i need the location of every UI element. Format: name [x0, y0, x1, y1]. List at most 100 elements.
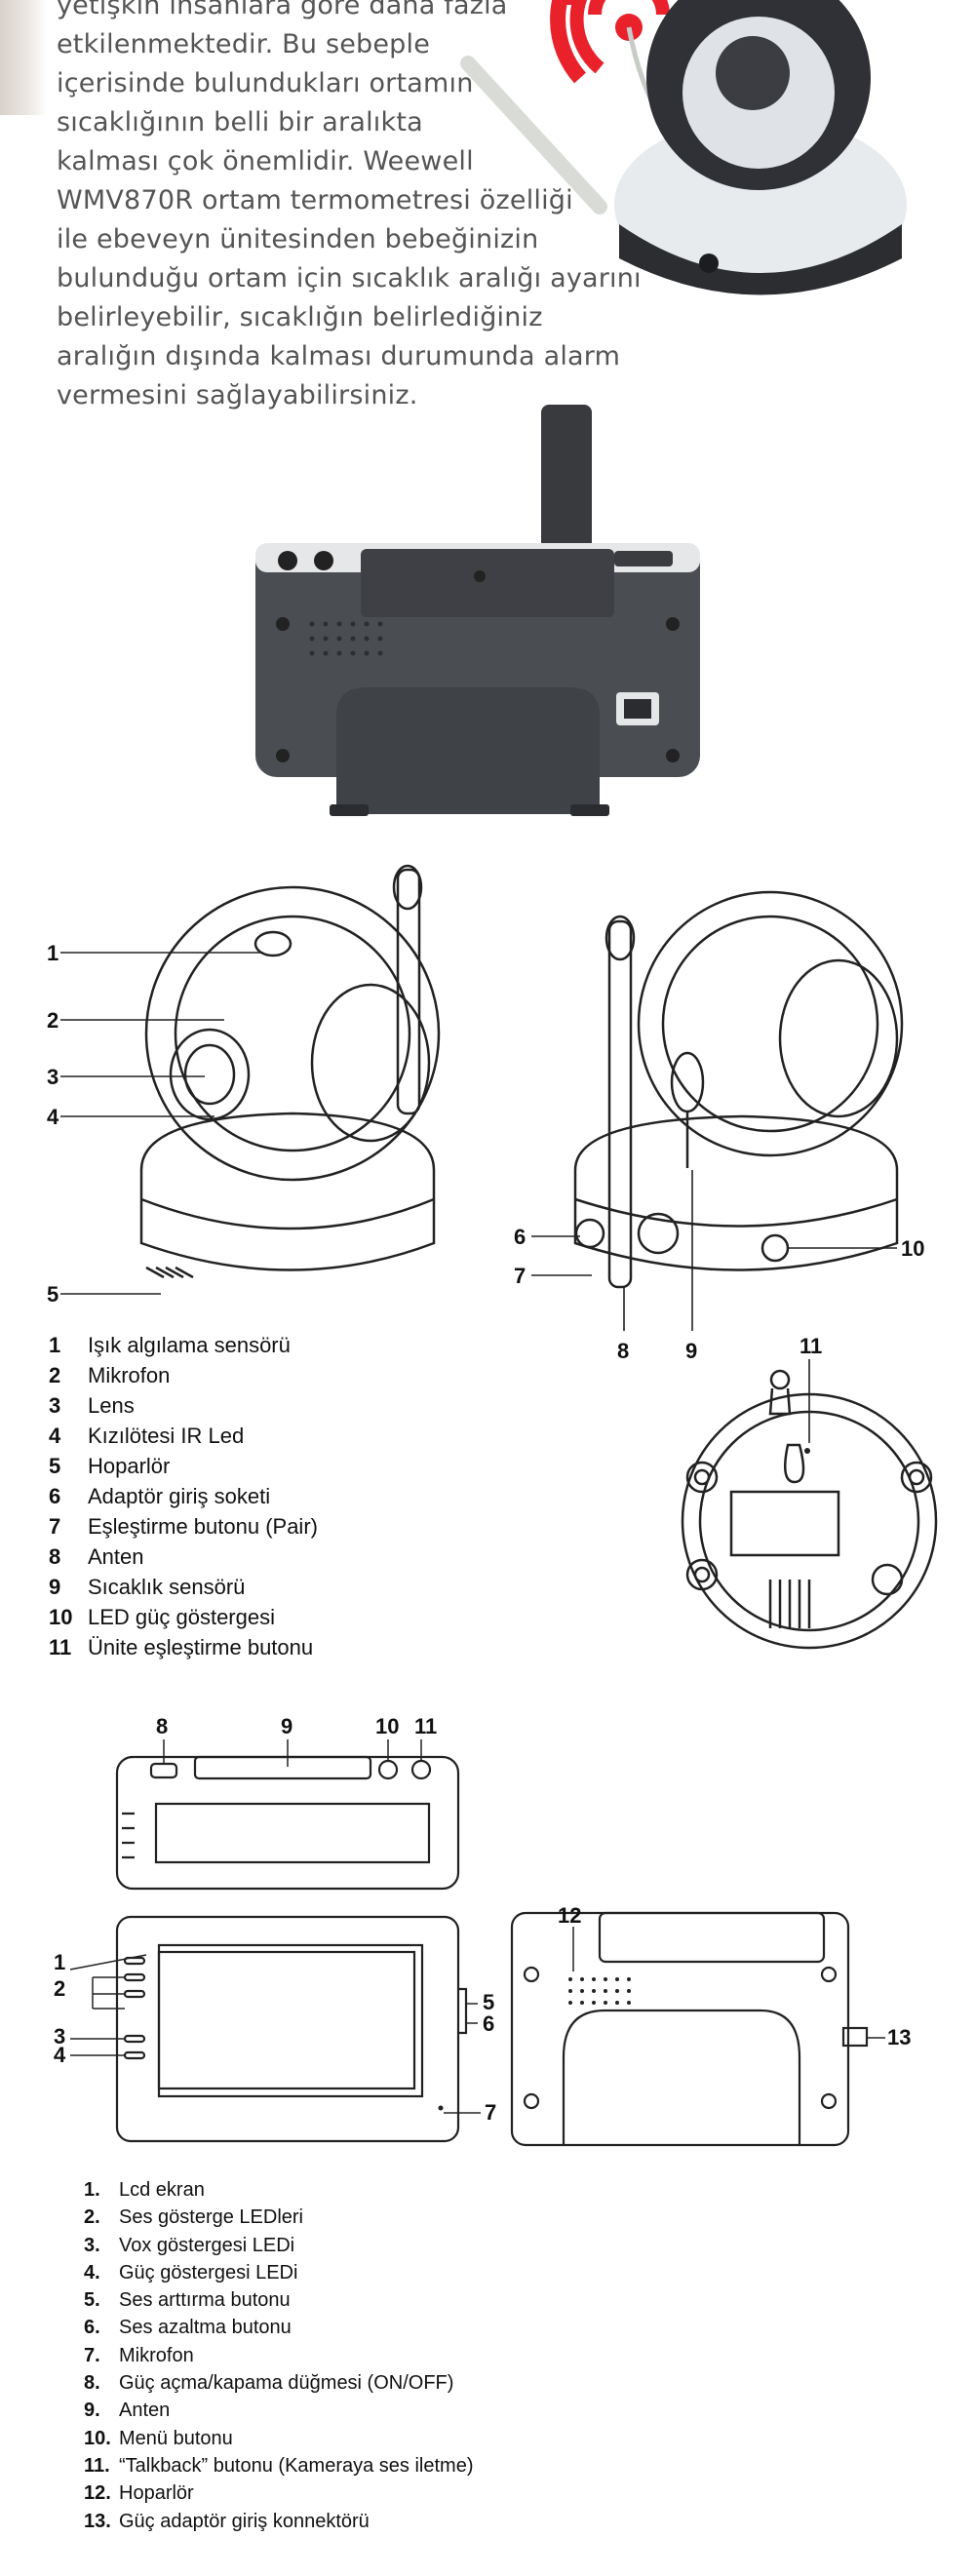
monitor-callout-11: 11: [414, 1714, 437, 1738]
legend-label: Ses gösterge LEDleri: [119, 2206, 303, 2229]
legend-label: Lcd ekran: [119, 2179, 205, 2201]
legend-item: 1 Işık algılama sensörü: [49, 1330, 318, 1360]
legend-number: 4: [49, 1424, 61, 1448]
callout-7: 7: [514, 1264, 526, 1288]
legend-number: 8.: [84, 2372, 100, 2395]
legend-number: 8: [49, 1544, 61, 1569]
legend-number: 10.: [84, 2427, 111, 2449]
legend-number: 1.: [84, 2179, 100, 2201]
legend-number: 3: [49, 1393, 61, 1418]
legend-item: 6 Adaptör giriş soketi: [49, 1481, 318, 1511]
monitor-callout-2: 2: [54, 1976, 65, 2001]
legend-item: 11.“Talkback” butonu (Kameraya ses iletm…: [84, 2452, 473, 2479]
callout-4: 4: [47, 1105, 59, 1129]
monitor-callout-4: 4: [54, 2043, 66, 2067]
legend-number: 9.: [84, 2400, 100, 2422]
legend-number: 9: [49, 1575, 61, 1599]
legend-label: LED güç göstergesi: [88, 1605, 275, 1629]
legend-label: Güç göstergesi LEDi: [119, 2261, 298, 2283]
monitor-callout-1: 1: [54, 1950, 65, 1974]
legend-label: Güç adaptör giriş konnektörü: [119, 2510, 370, 2532]
legend-label: Işık algılama sensörü: [88, 1333, 291, 1357]
legend-number: 2.: [84, 2206, 100, 2229]
legend-item: 12. Hoparlör: [84, 2479, 473, 2507]
legend-item: 7 Eşleştirme butonu (Pair): [49, 1511, 318, 1542]
legend-number: 3.: [84, 2234, 100, 2256]
legend-number: 6: [49, 1484, 61, 1508]
legend-label: Anten: [119, 2400, 171, 2422]
legend-number: 13.: [84, 2510, 111, 2532]
legend-item: 2. Ses gösterge LEDleri: [84, 2204, 473, 2231]
legend-label: Hoparlör: [88, 1454, 171, 1478]
callout-6: 6: [514, 1225, 526, 1249]
legend-item: 10. Menü butonu: [84, 2425, 473, 2452]
intro-line: aralığın dışında kalması durumunda alarm: [57, 341, 621, 371]
intro-line: sıcaklığının belli bir aralıkta: [57, 107, 423, 137]
intro-line: bulunduğu ortam için sıcaklık aralığı ay…: [57, 263, 642, 293]
legend-number: 11: [49, 1635, 72, 1659]
legend-item: 13. Güç adaptör giriş konnektörü: [84, 2508, 473, 2535]
monitor-callout-12: 12: [558, 1903, 581, 1928]
intro-paragraph: yetişkin insanlara göre daha fazla etkil…: [57, 0, 661, 415]
monitor-callout-3: 3: [54, 2024, 65, 2049]
legend-label: Menü butonu: [119, 2427, 233, 2449]
legend-number: 5: [49, 1454, 61, 1478]
intro-line: içerisinde bulundukları ortamın: [57, 68, 474, 98]
monitor-callout-6: 6: [483, 2011, 494, 2036]
legend-label: Kızılötesi IR Led: [88, 1424, 245, 1448]
legend-number: 7.: [84, 2344, 100, 2366]
callout-1: 1: [47, 941, 58, 965]
legend-label: Ses arttırma butonu: [119, 2289, 291, 2312]
legend-number: 5.: [84, 2289, 100, 2312]
camera-diagram: 1 2 3 4 5 6 7 8 9 10: [47, 864, 924, 1363]
legend-number: 10: [49, 1605, 73, 1629]
camera-bottom-diagram: 11: [681, 1334, 938, 1650]
legend-item: 10 LED güç göstergesi: [49, 1602, 318, 1632]
callout-11: 11: [800, 1334, 822, 1358]
legend-number: 12.: [84, 2482, 111, 2505]
legend-item: 5. Ses arttırma butonu: [84, 2286, 473, 2314]
legend-item: 9 Sıcaklık sensörü: [49, 1572, 318, 1602]
legend-label: Hoparlör: [119, 2482, 194, 2505]
legend-item: 8. Güç açma/kapama düğmesi (ON/OFF): [84, 2369, 473, 2397]
legend-number: 11.: [84, 2454, 110, 2477]
monitor-callout-10: 10: [375, 1714, 399, 1738]
monitor-photo: [255, 405, 700, 816]
legend-item: 6. Ses azaltma butonu: [84, 2314, 473, 2341]
callout-8: 8: [617, 1339, 629, 1363]
legend-number: 7: [49, 1514, 61, 1539]
legend-label: Güç açma/kapama düğmesi (ON/OFF): [119, 2372, 454, 2395]
monitor-callout-5: 5: [483, 1990, 494, 2014]
callout-5: 5: [47, 1282, 58, 1307]
legend-item: 4 Kızılötesi IR Led: [49, 1421, 318, 1451]
legend-number: 2: [49, 1363, 61, 1387]
legend-item: 9. Anten: [84, 2397, 473, 2424]
monitor-callout-7: 7: [485, 2100, 496, 2125]
legend-label: Vox göstergesi LEDi: [119, 2234, 295, 2256]
legend-label: Ses azaltma butonu: [119, 2317, 292, 2339]
intro-line: etkilenmektedir. Bu sebeple: [57, 29, 431, 59]
legend-number: 4.: [84, 2261, 100, 2283]
legend-item: 11 Ünite eşleştirme butonu: [49, 1632, 318, 1662]
intro-line: ile ebeveyn ünitesinden bebeğinizin: [57, 224, 539, 254]
intro-line: WMV870R ortam termometresi özelliği: [57, 185, 573, 215]
legend-label: Sıcaklık sensörü: [88, 1575, 246, 1599]
legend-label: Ünite eşleştirme butonu: [88, 1635, 314, 1659]
intro-line: yetişkin insanlara göre daha fazla: [57, 0, 508, 20]
callout-9: 9: [685, 1339, 697, 1363]
legend-item: 7. Mikrofon: [84, 2342, 473, 2369]
legend-number: 6.: [84, 2317, 100, 2339]
callout-2: 2: [47, 1008, 58, 1033]
legend-label: Mikrofon: [119, 2344, 194, 2366]
legend-number: 1: [49, 1333, 61, 1357]
intro-line: kalması çok önemlidir. Weewell: [57, 146, 474, 176]
monitor-callout-13: 13: [887, 2025, 911, 2049]
legend-label: Eşleştirme butonu (Pair): [88, 1514, 318, 1539]
legend-label: Adaptör giriş soketi: [88, 1484, 271, 1508]
legend-item: 3. Vox göstergesi LEDi: [84, 2232, 473, 2259]
camera-photo: [460, 0, 907, 295]
